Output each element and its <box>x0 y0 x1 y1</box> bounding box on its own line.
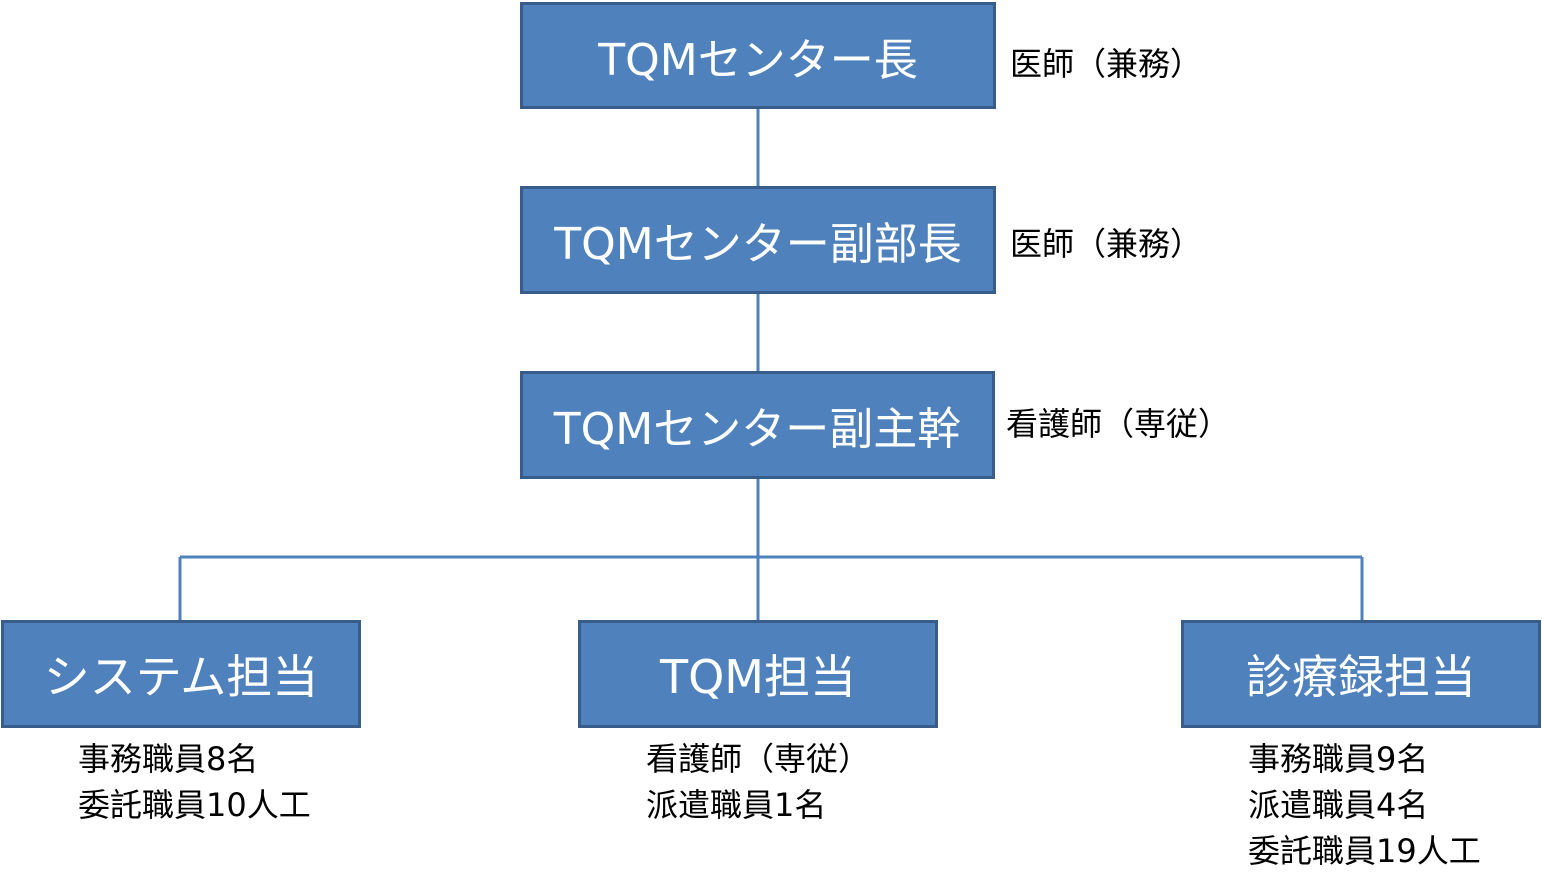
chief-box: TQMセンター長 <box>520 2 996 109</box>
system-unit-staff-line: 事務職員8名 <box>78 740 259 778</box>
records-unit-staff: 事務職員9名 派遣職員4名 委託職員19人工 <box>1248 736 1481 874</box>
deputy-manager-role: 看護師（専従） <box>1006 405 1231 443</box>
deputy-director-box: TQMセンター副部長 <box>520 186 996 294</box>
system-unit-staff: 事務職員8名 委託職員10人工 <box>78 736 311 828</box>
records-unit-box: 診療録担当 <box>1181 620 1541 728</box>
deputy-manager-box: TQMセンター副主幹 <box>520 371 995 479</box>
tqm-unit-box: TQM担当 <box>578 620 938 728</box>
records-unit-title: 診療録担当 <box>1246 650 1476 704</box>
tqm-unit-staff-line: 看護師（専従） <box>646 740 871 778</box>
system-unit-staff-line: 委託職員10人工 <box>78 786 311 824</box>
records-unit-staff-line: 派遣職員4名 <box>1248 786 1429 824</box>
tqm-unit-staff: 看護師（専従） 派遣職員1名 <box>646 736 870 828</box>
system-unit-box: システム担当 <box>1 620 361 728</box>
deputy-director-title: TQMセンター副部長 <box>554 219 962 270</box>
tqm-unit-staff-line: 派遣職員1名 <box>646 786 827 824</box>
chief-role: 医師（兼務） <box>1010 45 1203 83</box>
system-unit-title: システム担当 <box>43 650 319 704</box>
records-unit-staff-line: 委託職員19人工 <box>1248 832 1481 870</box>
tqm-unit-title: TQM担当 <box>660 650 856 704</box>
chief-title: TQMセンター長 <box>598 34 918 86</box>
deputy-director-role: 医師（兼務） <box>1010 225 1203 263</box>
deputy-manager-title: TQMセンター副主幹 <box>553 404 962 455</box>
records-unit-staff-line: 事務職員9名 <box>1248 740 1429 778</box>
